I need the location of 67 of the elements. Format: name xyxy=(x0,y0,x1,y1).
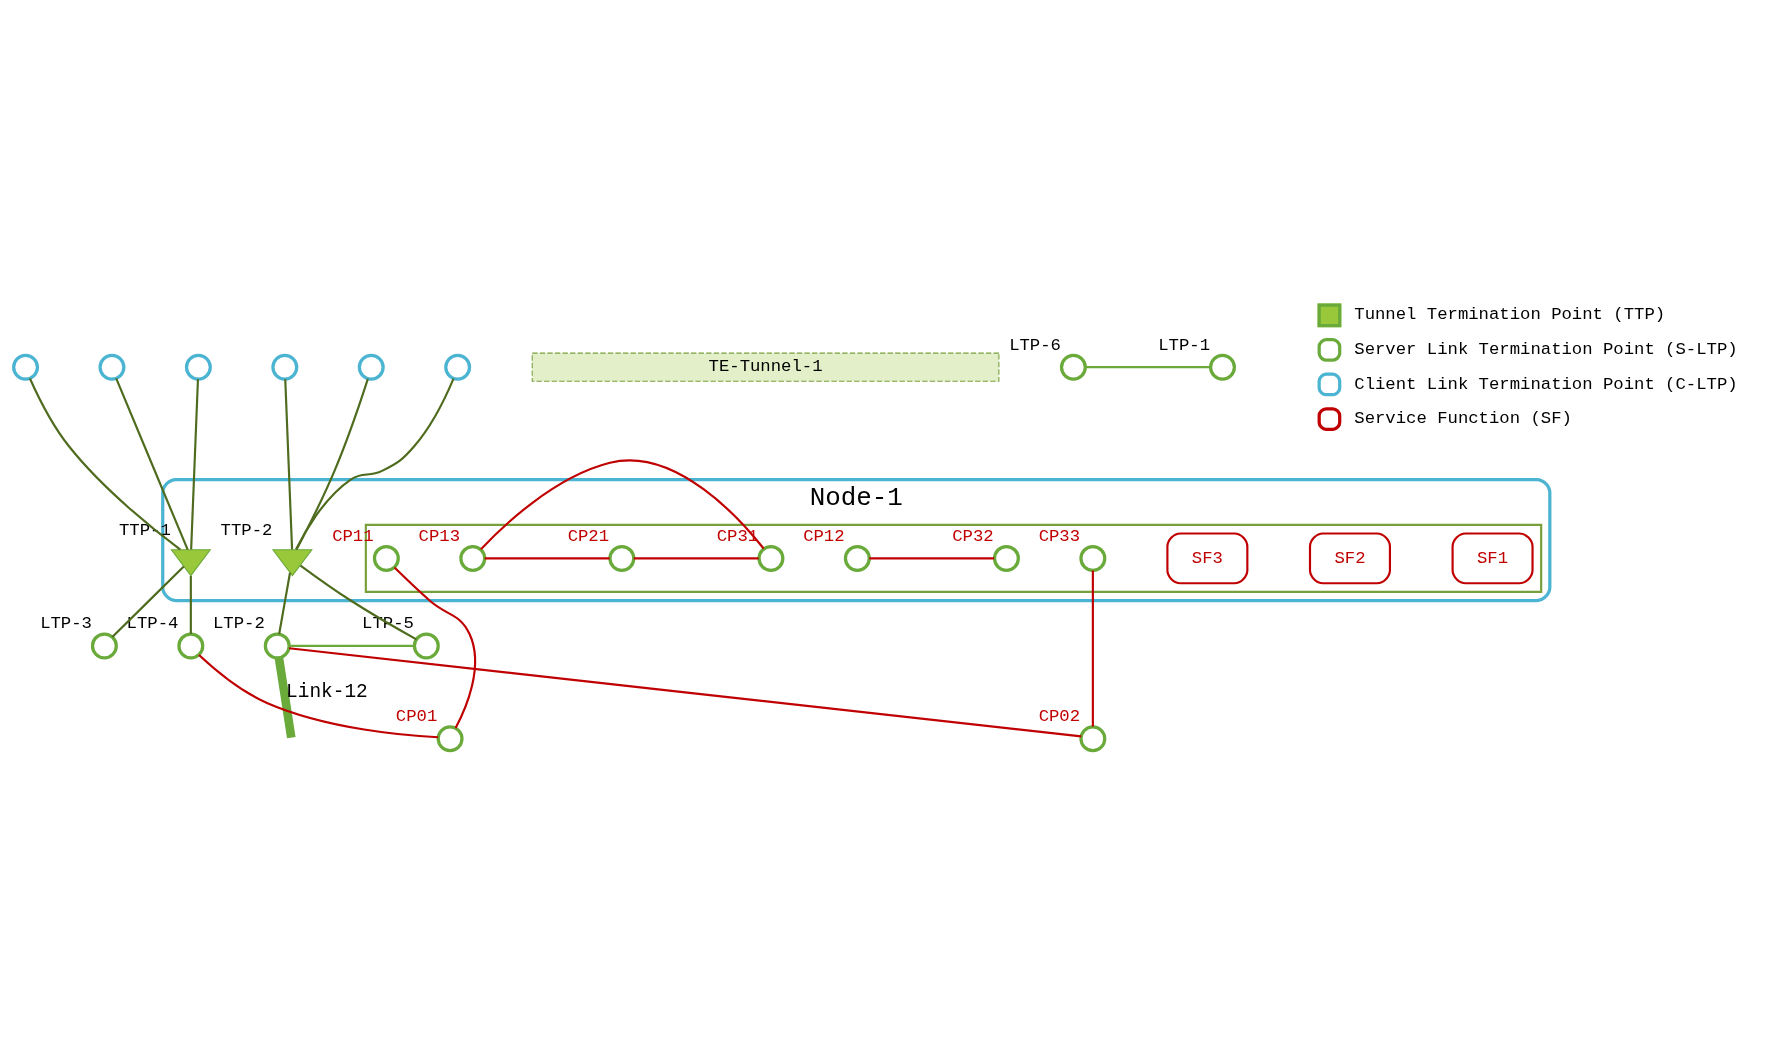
legend-label: Server Link Termination Point (S-LTP) xyxy=(1354,339,1738,359)
node-circle xyxy=(177,631,205,659)
node-circle xyxy=(992,544,1020,572)
node-circle xyxy=(459,544,487,572)
connector xyxy=(295,378,369,550)
node-label: CP12 xyxy=(803,526,845,546)
node-circle xyxy=(1079,724,1107,752)
node-circle xyxy=(436,724,464,752)
node-label: CP01 xyxy=(395,706,438,726)
connector xyxy=(393,566,477,729)
connector xyxy=(633,556,759,559)
node-label: LTP-6 xyxy=(1009,335,1061,355)
connector xyxy=(869,556,995,559)
node-box: SF1 xyxy=(1451,531,1534,584)
node-circle xyxy=(444,353,472,381)
node-label: LTP-4 xyxy=(126,613,179,633)
connector xyxy=(1085,365,1211,368)
node-label: LTP-2 xyxy=(213,613,265,633)
node-label: LTP-1 xyxy=(1158,335,1211,355)
connector xyxy=(284,378,294,549)
connector xyxy=(278,572,292,634)
node-box: TE-Tunnel-1 xyxy=(531,352,1000,382)
connector xyxy=(190,378,200,549)
node-label: CP32 xyxy=(952,526,994,546)
node-circle xyxy=(98,353,126,381)
node-circle xyxy=(843,544,871,572)
node-circle xyxy=(757,544,785,572)
connector xyxy=(198,653,439,738)
node-label: LTP-3 xyxy=(40,613,92,633)
connector xyxy=(288,646,1082,737)
node-circle xyxy=(357,353,385,381)
node-circle xyxy=(608,544,636,572)
node-circle xyxy=(1079,544,1107,572)
node-label: CP21 xyxy=(567,526,610,546)
node-label: TTP-2 xyxy=(220,520,273,540)
connector xyxy=(274,656,296,738)
connector xyxy=(189,575,192,634)
node-box: SF2 xyxy=(1308,531,1391,584)
connector xyxy=(295,377,455,550)
node-label: CP13 xyxy=(418,526,461,546)
node-circle xyxy=(263,631,291,659)
connector xyxy=(111,565,185,638)
node-circle xyxy=(1209,353,1236,381)
legend-label: Service Function (SF) xyxy=(1354,408,1572,428)
connector xyxy=(1091,570,1094,727)
node-circle xyxy=(412,631,440,659)
connector xyxy=(480,459,765,550)
node-circle xyxy=(271,353,299,381)
legend-label: Tunnel Termination Point (TTP) xyxy=(1354,304,1666,324)
node-circle xyxy=(372,544,400,572)
legend-label: Client Link Termination Point (C-LTP) xyxy=(1354,374,1738,394)
node-label: CP33 xyxy=(1038,526,1081,546)
edge-label: Link-12 xyxy=(286,680,368,703)
node-circle xyxy=(12,353,40,381)
node-circle xyxy=(1059,353,1087,381)
node-label: CP02 xyxy=(1038,706,1081,726)
connector xyxy=(28,377,181,550)
node-triangle xyxy=(271,548,313,577)
connector xyxy=(299,564,417,640)
node-triangle xyxy=(170,548,212,577)
connector xyxy=(484,556,610,559)
node-circle xyxy=(184,353,212,381)
node-circle xyxy=(90,631,118,659)
connector xyxy=(115,377,189,550)
connector xyxy=(289,644,414,647)
node-box: SF3 xyxy=(1166,531,1249,584)
node-label: CP31 xyxy=(716,526,759,546)
